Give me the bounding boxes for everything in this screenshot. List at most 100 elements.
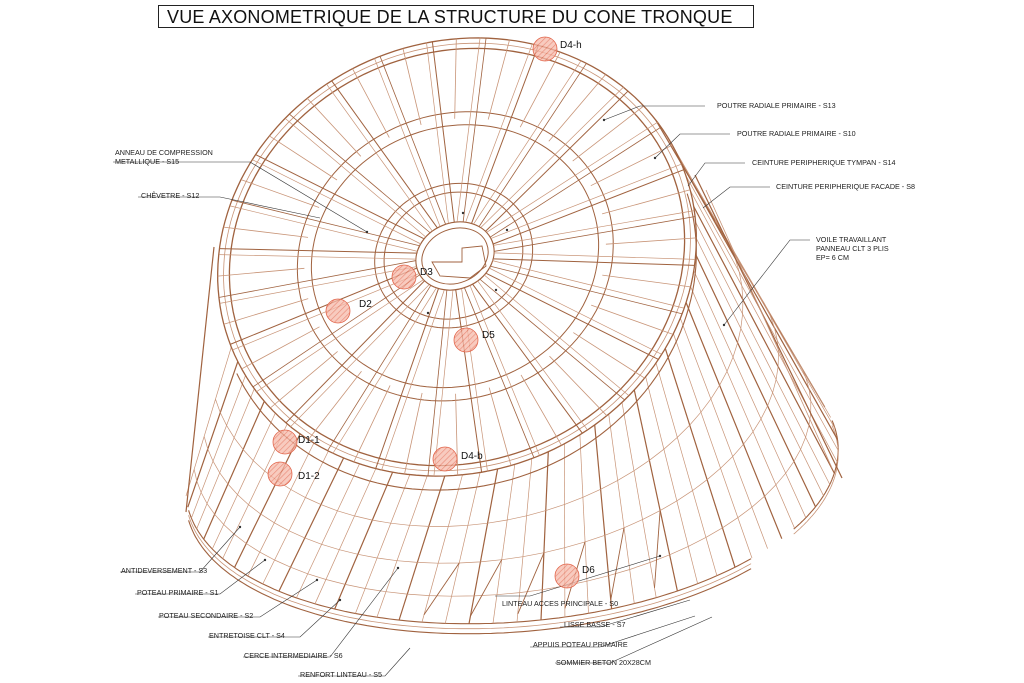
radial-beam: [375, 288, 440, 469]
radial-beam: [464, 287, 535, 458]
radial-beam-edge: [469, 285, 540, 456]
radial-beam: [493, 258, 695, 266]
radial-beam: [285, 280, 426, 424]
radial-beam: [331, 80, 438, 228]
detail-label-d3: D3: [420, 267, 433, 278]
secondary-joist: [602, 274, 691, 288]
radial-beam-edge: [477, 280, 588, 431]
wall-post: [296, 463, 360, 599]
detail-marker-d1-1: [272, 429, 298, 455]
wall-brace: [654, 510, 661, 588]
secondary-joist: [605, 237, 697, 245]
cone-edge-right-inner: [705, 189, 833, 469]
wall-post: [278, 457, 345, 592]
skylight-frame: [431, 245, 487, 279]
wall-post: [314, 468, 377, 604]
radial-beam-edge: [374, 58, 441, 227]
wall-post: [564, 443, 566, 618]
label-s14: CEINTURE PERIPHERIQUE TYMPAN - S14: [752, 158, 896, 167]
radial-beam: [479, 279, 626, 401]
wall-post: [693, 270, 807, 518]
wall-post: [196, 388, 255, 529]
detail-marker-d6: [554, 563, 580, 589]
leader-appuis: [530, 615, 696, 648]
wall-post: [655, 362, 718, 576]
detail-label-d4b: D4-b: [461, 451, 483, 462]
secondary-joist: [269, 135, 338, 181]
label-appuis: APPUIS POTEAU PRIMAIRE: [533, 640, 628, 649]
label-s1: POTEAU PRIMAIRE - S1: [137, 588, 219, 597]
label-s6: CERCE INTERMEDIAIRE - S6: [244, 651, 343, 660]
wall-post: [187, 361, 239, 508]
secondary-joist: [402, 48, 422, 125]
leader-s12: [138, 196, 321, 219]
secondary-joist: [601, 189, 691, 215]
radial-beam: [494, 216, 696, 252]
leader-s4: [208, 599, 341, 638]
detail-label-d2: D2: [359, 299, 372, 310]
wall-brace: [423, 562, 460, 615]
radial-beam: [489, 126, 662, 238]
wall-post: [203, 401, 265, 540]
leader-s14: [687, 162, 745, 187]
radial-beam: [478, 63, 587, 228]
detail-markers: [267, 36, 580, 589]
wall-post: [398, 475, 446, 621]
radial-beam-edge: [480, 86, 624, 228]
secondary-joist: [455, 393, 459, 476]
wall-post: [621, 402, 657, 598]
secondary-joist: [308, 371, 362, 440]
wall-post: [693, 206, 835, 474]
label-s2: POTEAU SECONDAIRE - S2: [159, 611, 254, 620]
radial-beam-edge: [256, 279, 424, 393]
leader-sommier: [555, 616, 713, 664]
marker-dot: [494, 288, 498, 292]
secondary-joist: [591, 304, 674, 335]
detail-label-d4h: D4-h: [560, 40, 582, 51]
leader-voile: [723, 239, 810, 326]
wall-post: [594, 424, 613, 609]
base-rail: [188, 520, 752, 635]
radial-beam: [472, 284, 583, 434]
secondary-joist: [240, 179, 320, 208]
mid-ring-inner: [310, 124, 600, 389]
secondary-joist: [352, 68, 390, 138]
radial-beam-edge: [493, 210, 695, 246]
radial-beam: [327, 284, 432, 451]
compression-ring: [415, 221, 495, 291]
radial-beam-edge: [218, 254, 417, 260]
secondary-joist: [217, 267, 305, 277]
leader-s0: [495, 555, 661, 597]
label-voile-2: PANNEAU CLT 3 PLIS: [816, 244, 889, 253]
radial-beam: [288, 113, 431, 233]
wall-post: [673, 333, 753, 559]
wall-post: [672, 146, 836, 429]
wall-post: [421, 474, 463, 623]
wall-post: [492, 464, 516, 624]
radial-beam: [470, 45, 539, 224]
radial-beam-edge: [426, 42, 449, 224]
secondary-joist: [353, 385, 391, 463]
radial-beam: [379, 56, 446, 225]
base-rail: [188, 515, 752, 630]
secondary-joist: [573, 332, 645, 379]
detail-label-d5: D5: [482, 330, 495, 341]
radial-beam-edge: [456, 37, 481, 222]
wall-post: [247, 442, 315, 577]
marker-dot: [461, 211, 465, 215]
radial-beam-edge: [483, 274, 629, 396]
wall-post: [679, 318, 768, 549]
detail-marker-d5: [453, 327, 479, 353]
radial-beam-edge: [230, 205, 418, 252]
secondary-joist: [404, 392, 423, 475]
secondary-joist: [487, 39, 510, 120]
roof-rim-ring: [217, 37, 697, 477]
radial-beam-edge: [492, 260, 684, 309]
secondary-joist: [454, 38, 457, 119]
wall-post: [695, 222, 831, 485]
page-title: VUE AXONOMETRIQUE DE LA STRUCTURE DU CON…: [167, 7, 733, 27]
radial-beam: [230, 267, 417, 345]
secondary-joist: [519, 51, 561, 128]
wall-post: [695, 238, 824, 496]
radial-beam-edge: [290, 284, 430, 428]
